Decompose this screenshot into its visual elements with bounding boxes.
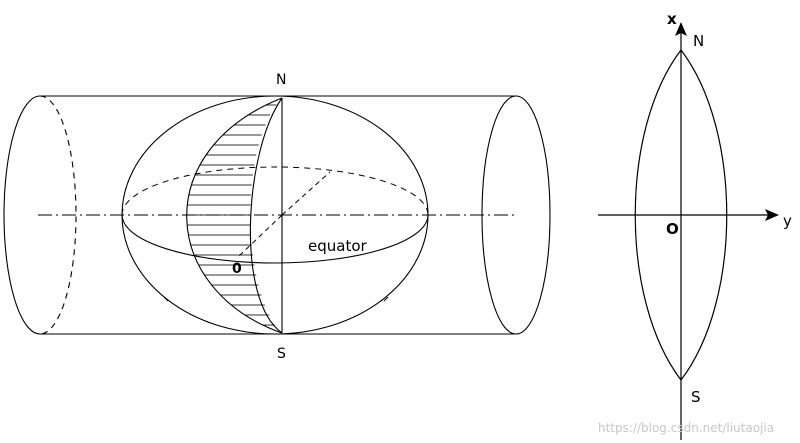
right-south-label: S	[691, 388, 701, 406]
y-axis-label: y	[783, 212, 792, 230]
left-origin-label: 0	[232, 261, 242, 277]
left-south-label: S	[277, 346, 286, 362]
x-axis-label: x	[667, 10, 677, 28]
meridian-inner	[249, 97, 283, 334]
equator-front	[121, 214, 429, 264]
radius-front-dashed	[237, 214, 283, 258]
radius-back-dashed	[281, 171, 331, 216]
outline-tick-right	[383, 296, 389, 302]
outline-tick-left	[163, 296, 169, 302]
equator-back	[121, 166, 429, 216]
equator-label: equator	[308, 237, 368, 255]
gore-left-curve	[634, 49, 682, 381]
meridian-outer	[186, 97, 283, 334]
x-axis-arrow	[675, 22, 687, 36]
hatched-gore	[186, 98, 282, 333]
cylinder	[3, 95, 551, 335]
gore-right-curve	[680, 49, 728, 381]
right-origin-label: O	[666, 220, 679, 238]
watermark: https://blog.csdn.net/liutaojia	[598, 421, 774, 435]
y-axis-arrow	[765, 209, 779, 221]
left-north-label: N	[276, 72, 286, 88]
right-north-label: N	[693, 32, 704, 50]
cylinder-left-end-front	[3, 95, 41, 335]
cylinder-right-end	[481, 95, 551, 335]
